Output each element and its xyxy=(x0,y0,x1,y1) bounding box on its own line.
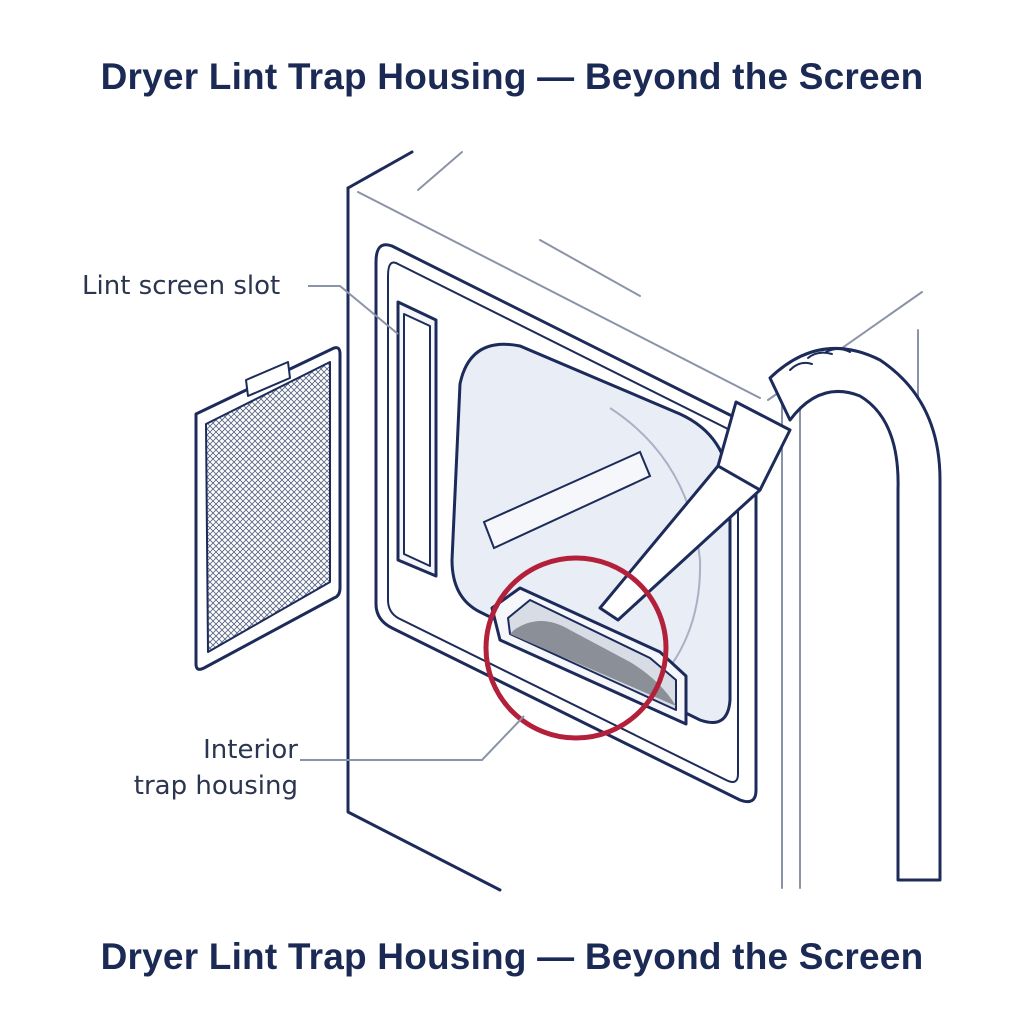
lint-screen-slot xyxy=(396,300,438,578)
highlight-circle xyxy=(483,555,669,741)
interior-label-line2: trap housing xyxy=(133,771,298,801)
lint-screen-slot-label: Lint screen slot xyxy=(82,271,281,301)
lint-screen xyxy=(194,346,342,671)
leader-lines xyxy=(300,285,525,761)
interior-trap-housing xyxy=(490,586,688,726)
page-title: Dryer Lint Trap Housing — Beyond the Scr… xyxy=(100,56,924,97)
page-title-bottom: Dryer Lint Trap Housing — Beyond the Scr… xyxy=(100,936,924,977)
interior-trap-housing-label: Interior trap housing xyxy=(122,732,298,804)
interior-label-line1: Interior xyxy=(203,735,298,765)
